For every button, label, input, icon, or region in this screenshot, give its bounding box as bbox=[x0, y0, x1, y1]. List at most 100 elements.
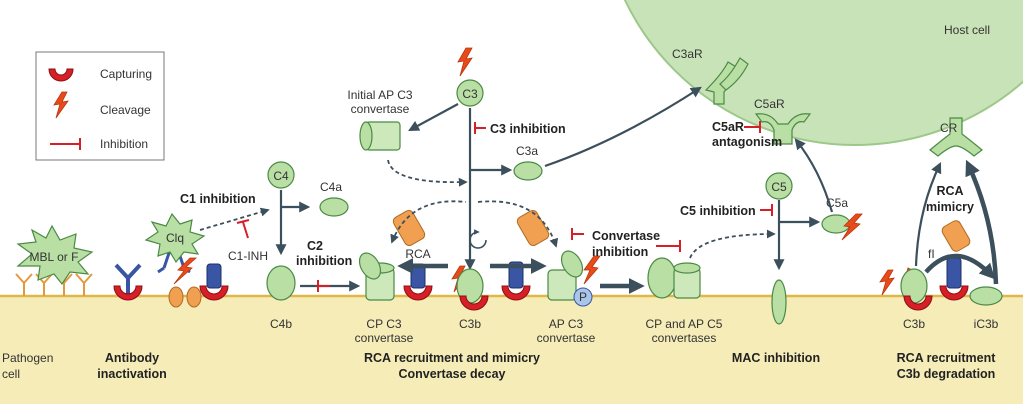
orange-regulator-mimicry bbox=[941, 220, 971, 252]
c3a-node bbox=[513, 161, 543, 181]
c5a-to-c5ar-arrow bbox=[794, 138, 834, 213]
legend-cleavage: Cleavage bbox=[100, 103, 151, 117]
pathogen-label-1: Pathogen bbox=[2, 351, 53, 365]
mac-inhibition-label: MAC inhibition bbox=[732, 351, 820, 365]
c4a-node bbox=[319, 197, 349, 217]
diagram-label: AP C3 bbox=[549, 317, 584, 331]
c3-cleavage-icon bbox=[457, 47, 473, 77]
antibody-icon bbox=[114, 263, 142, 296]
ic3b-node bbox=[969, 286, 1003, 306]
c1-inh-label: C1-INH bbox=[228, 249, 268, 263]
c5ar-receptor: C5aR bbox=[754, 97, 812, 145]
c2-inhibition-icon bbox=[317, 280, 330, 292]
mbl-ficolin: MBL or F bbox=[15, 224, 94, 296]
orange-regulator-left bbox=[392, 209, 426, 247]
c5a-label: C5a bbox=[826, 196, 848, 210]
c1-inh-group: C1-INH bbox=[199, 249, 268, 301]
convertase-inhibition-icon-1 bbox=[571, 228, 584, 240]
diagram-label: convertase bbox=[355, 331, 414, 345]
c3a-to-c3ar-arrow bbox=[544, 86, 702, 168]
diagram-label: RCA bbox=[405, 247, 430, 261]
properdin-label: P bbox=[579, 290, 587, 304]
cr-label: CR bbox=[940, 121, 958, 135]
c3ar-label: C3aR bbox=[672, 47, 703, 61]
convertase-inhibition-icon-2 bbox=[656, 240, 681, 252]
c1-to-c4-arrow bbox=[199, 207, 270, 231]
rca-mimicry-label-2: mimicry bbox=[926, 200, 974, 214]
diagram-label: C4 bbox=[273, 169, 289, 183]
clq-label: Clq bbox=[166, 231, 184, 245]
cr-receptor: CR bbox=[929, 117, 983, 157]
pathogen-membrane bbox=[0, 294, 1023, 404]
initial-ap-label-2: convertase bbox=[351, 102, 410, 116]
ap-c3-convertase: P AP C3 convertase bbox=[537, 250, 601, 345]
c3-to-initial-ap-arrow bbox=[408, 103, 459, 132]
legend-capturing: Capturing bbox=[100, 67, 152, 81]
diagram-label: CP and AP C5 bbox=[646, 317, 723, 331]
antibody-label-2: inactivation bbox=[97, 367, 166, 381]
initial-ap-convertase bbox=[359, 121, 401, 151]
rca-left: RCA bbox=[403, 247, 433, 301]
convertase-inhibition-label-1: Convertase bbox=[592, 229, 660, 243]
mbl-receptor-stalks bbox=[15, 273, 93, 296]
c5ar-antagonism-icon bbox=[744, 121, 761, 133]
c4a-label: C4a bbox=[320, 180, 342, 194]
c3b-right-label: C3b bbox=[903, 317, 925, 331]
rca-c3b-label-1: RCA recruitment bbox=[897, 351, 997, 365]
amplification-loop-icon bbox=[469, 229, 487, 249]
c5-inhibition-label: C5 inhibition bbox=[680, 204, 756, 218]
c3b-to-cr-arrow bbox=[914, 162, 942, 267]
rca-mimicry-label-1: RCA bbox=[936, 184, 963, 198]
c4b-label: C4b bbox=[270, 317, 292, 331]
c5ar-antagonism-label-1: C5aR bbox=[712, 120, 744, 134]
c1-inhibition-icon bbox=[236, 219, 250, 239]
fi-label: fI bbox=[928, 247, 935, 261]
c3a-label: C3a bbox=[516, 144, 538, 158]
c4-node: C4 bbox=[267, 161, 295, 189]
capturing-protein bbox=[113, 285, 143, 301]
rca-c3b-label-2: C3b degradation bbox=[897, 367, 996, 381]
c2-inhibition-label-1: C2 bbox=[307, 239, 323, 253]
c4b-node bbox=[266, 265, 296, 301]
diagram-label: convertase bbox=[537, 331, 596, 345]
legend: Capturing Cleavage Inhibition bbox=[35, 51, 165, 161]
diagram-label: C3 bbox=[462, 87, 478, 101]
c3b-to-ic3b-arrow bbox=[924, 253, 996, 280]
c5-convertase-dashed-arrow bbox=[689, 229, 776, 259]
diagram-label: convertases bbox=[652, 331, 717, 345]
rca-right bbox=[501, 261, 531, 301]
diagram-label: C5 bbox=[771, 180, 787, 194]
antibody-label-1: Antibody bbox=[105, 351, 159, 365]
c3b-center-label: C3b bbox=[459, 317, 481, 331]
ic3b-label: iC3b bbox=[974, 317, 999, 331]
mbl-label: MBL or F bbox=[30, 250, 79, 264]
c3b-right-cleavage-icon bbox=[879, 269, 895, 296]
clq-cleavage-icon bbox=[173, 257, 198, 285]
c3-node: C3 bbox=[456, 79, 484, 107]
c5-inhibition-icon bbox=[760, 204, 773, 216]
orange-regulator-right bbox=[516, 209, 550, 247]
convertase-inhibition-label-2: inhibition bbox=[592, 245, 648, 259]
cleavage-icon bbox=[53, 91, 69, 119]
c5-node: C5 bbox=[765, 172, 793, 200]
cp-dashed-arrow bbox=[390, 200, 467, 244]
c5-convertases: CP and AP C5 convertases bbox=[646, 257, 723, 345]
ic3b-to-cr-arrow bbox=[965, 159, 999, 285]
legend-inhibition: Inhibition bbox=[100, 137, 148, 151]
ap-dashed-arrow bbox=[477, 200, 559, 248]
capturing-icon bbox=[48, 68, 74, 82]
clq-complex: Clq bbox=[144, 212, 206, 308]
host-cell-label: Host cell bbox=[944, 23, 990, 37]
pathogen-label-2: cell bbox=[2, 367, 20, 381]
c3-inhibition-label: C3 inhibition bbox=[490, 122, 566, 136]
c2-inhibition-label-2: inhibition bbox=[296, 254, 352, 268]
c5ar-antagonism-label-2: antagonism bbox=[712, 135, 782, 149]
cp-c3-convertase: CP C3 convertase bbox=[355, 252, 414, 345]
rca-recruit-label-1: RCA recruitment and mimicry bbox=[364, 351, 540, 365]
initial-ap-label-1: Initial AP C3 bbox=[347, 88, 412, 102]
c5ar-label: C5aR bbox=[754, 97, 785, 111]
antibody-inactivation bbox=[113, 263, 143, 301]
c3ar-receptor: C3aR bbox=[672, 47, 749, 105]
c5a-cleavage-icon bbox=[841, 213, 863, 241]
